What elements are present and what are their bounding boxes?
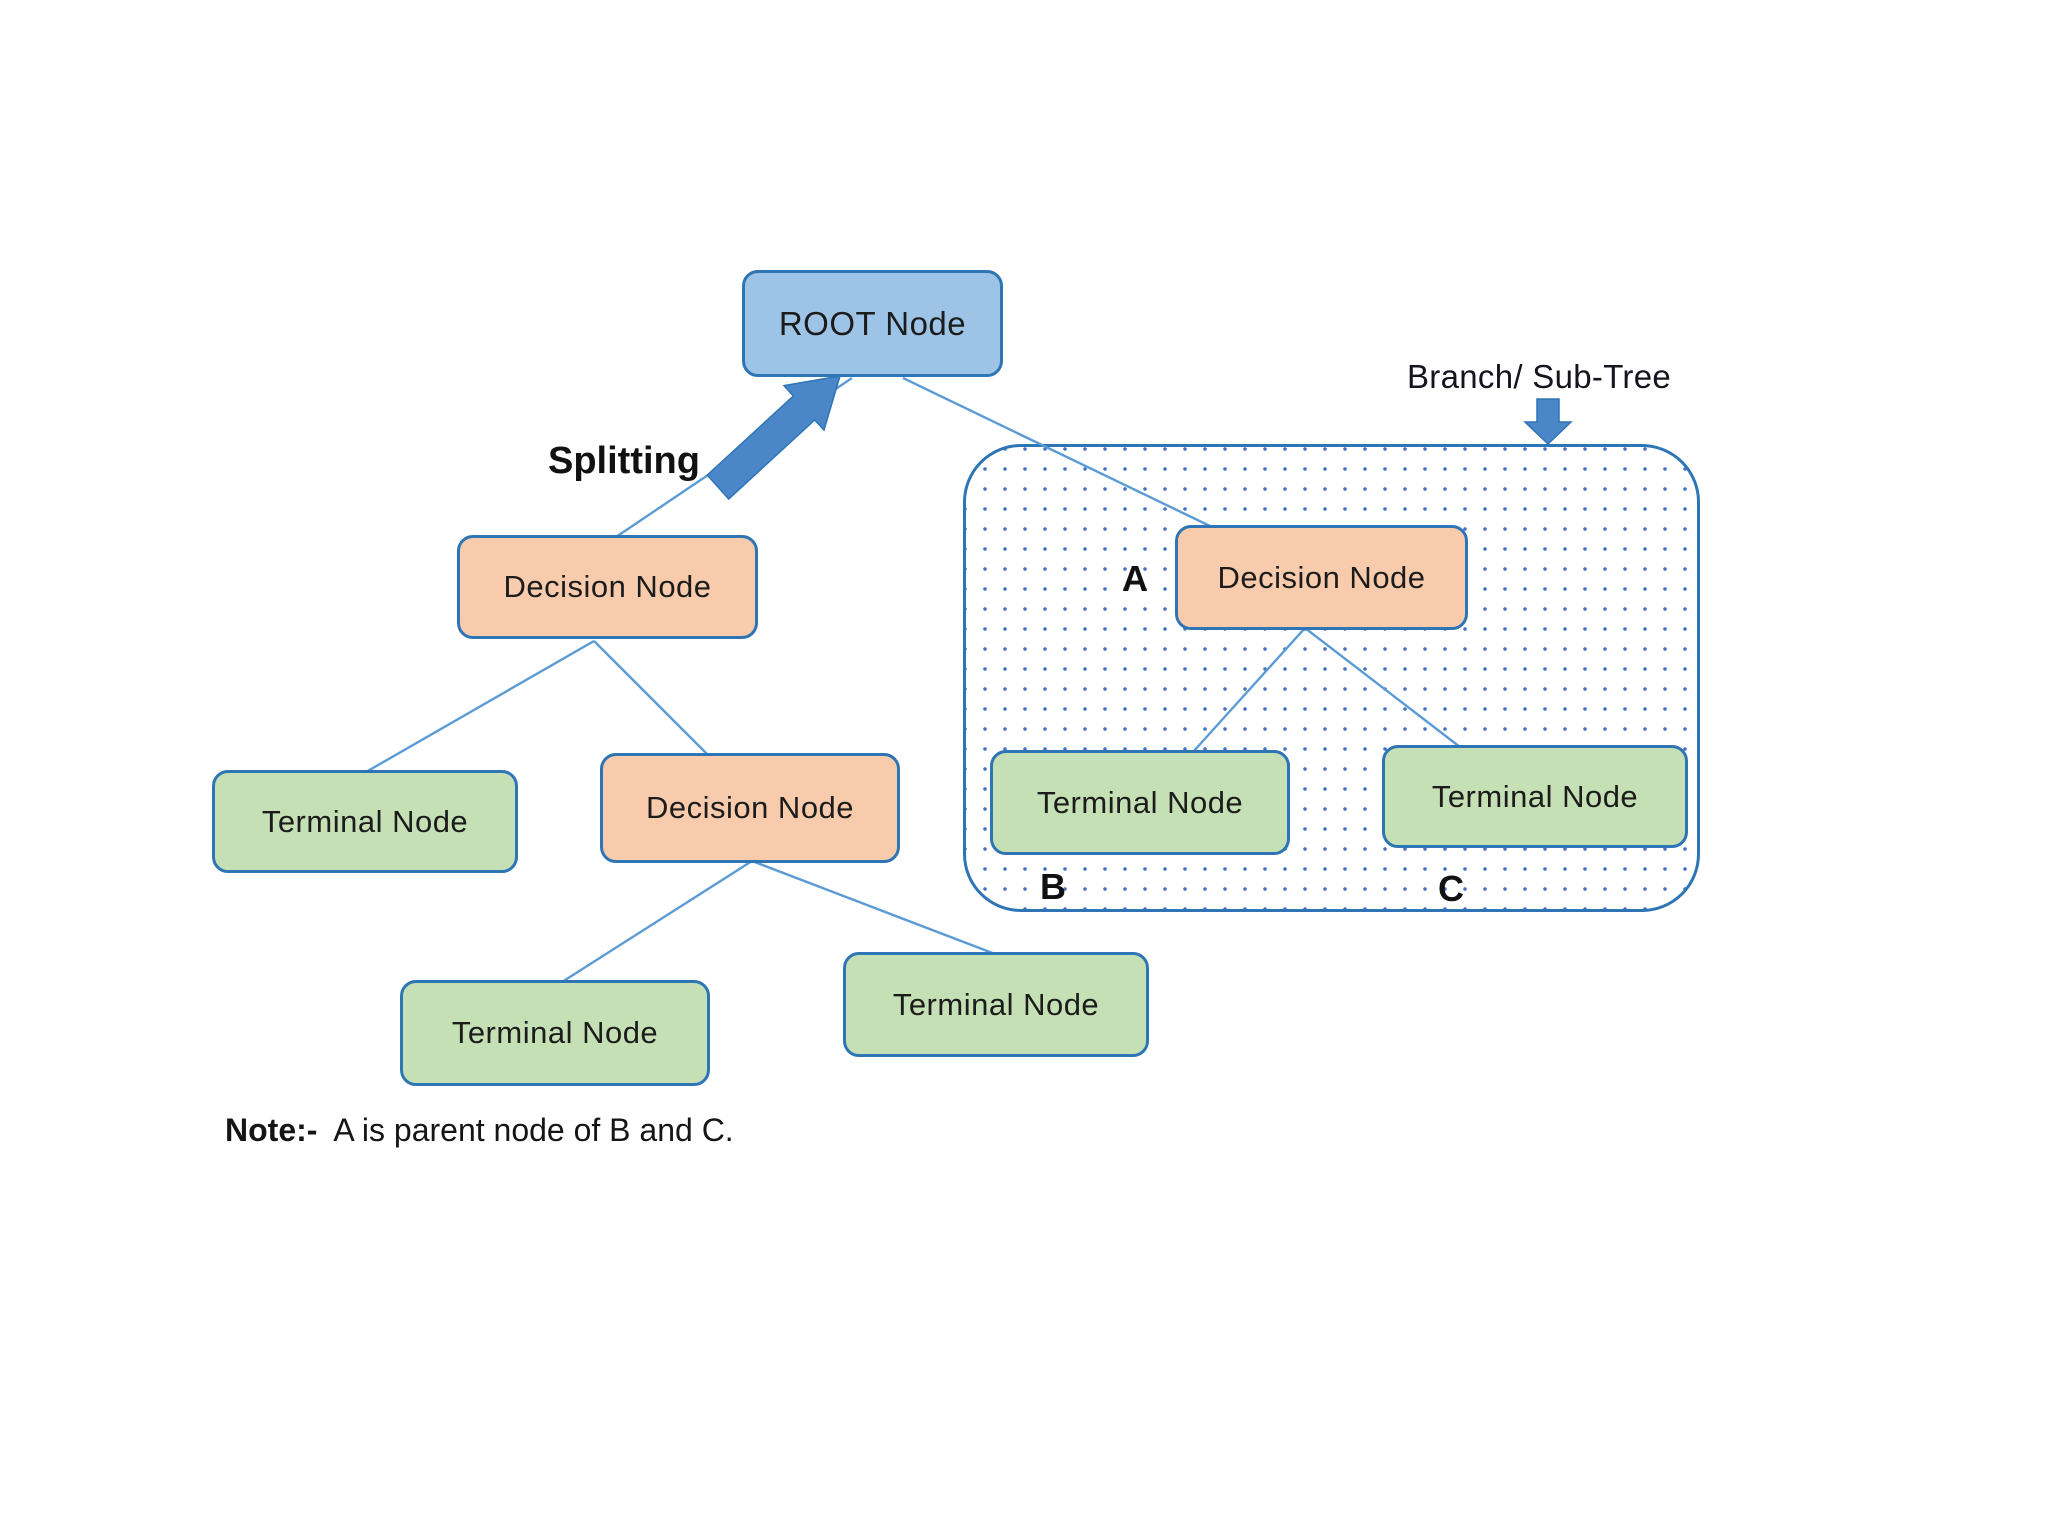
branch-arrow-icon xyxy=(1523,398,1573,446)
node-letter-b: B xyxy=(1040,866,1066,907)
note-prefix: Note:- xyxy=(225,1112,318,1148)
subtree-terminal-node-c-label: Terminal Node xyxy=(1431,778,1639,814)
subtree-terminal-node-b: Terminal Node xyxy=(990,750,1290,855)
splitting-arrow-icon xyxy=(706,375,842,501)
decision-node-mid-label: Decision Node xyxy=(645,790,855,825)
node-letter-c: C xyxy=(1438,868,1464,909)
decision-node-left-label: Decision Node xyxy=(503,569,712,604)
subtree-terminal-node-c: Terminal Node xyxy=(1382,745,1688,848)
terminal-node-left: Terminal Node xyxy=(212,770,518,873)
root-node-label: ROOT Node xyxy=(778,304,967,342)
subtree-decision-node-label: Decision Node xyxy=(1217,559,1426,595)
connector-decision-left-to-terminal-left xyxy=(365,639,595,774)
terminal-node-bottom-left: Terminal Node xyxy=(400,980,710,1086)
root-node: ROOT Node xyxy=(742,270,1003,377)
connector-decision-mid-to-terminal-bottom-right xyxy=(751,859,996,956)
subtree-decision-node: Decision Node xyxy=(1175,525,1468,630)
node-letter-a: A xyxy=(1122,558,1148,599)
note-text: Note:- A is parent node of B and C. xyxy=(225,1112,734,1149)
connector-decision-mid-to-terminal-bottom-left xyxy=(561,859,753,984)
terminal-node-left-label: Terminal Node xyxy=(261,803,469,839)
subtree-terminal-node-b-label: Terminal Node xyxy=(1036,784,1244,820)
terminal-node-bottom-left-label: Terminal Node xyxy=(451,1015,659,1050)
terminal-node-bottom-right: Terminal Node xyxy=(843,952,1149,1057)
splitting-label: Splitting xyxy=(548,440,700,482)
terminal-node-bottom-right-label: Terminal Node xyxy=(892,986,1100,1022)
note-body: A is parent node of B and C. xyxy=(333,1112,734,1148)
branch-subtree-label: Branch/ Sub-Tree xyxy=(1407,358,1672,395)
connector-decision-left-to-decision-mid xyxy=(593,640,709,756)
decision-node-left: Decision Node xyxy=(457,535,758,639)
decision-node-mid: Decision Node xyxy=(600,753,900,863)
